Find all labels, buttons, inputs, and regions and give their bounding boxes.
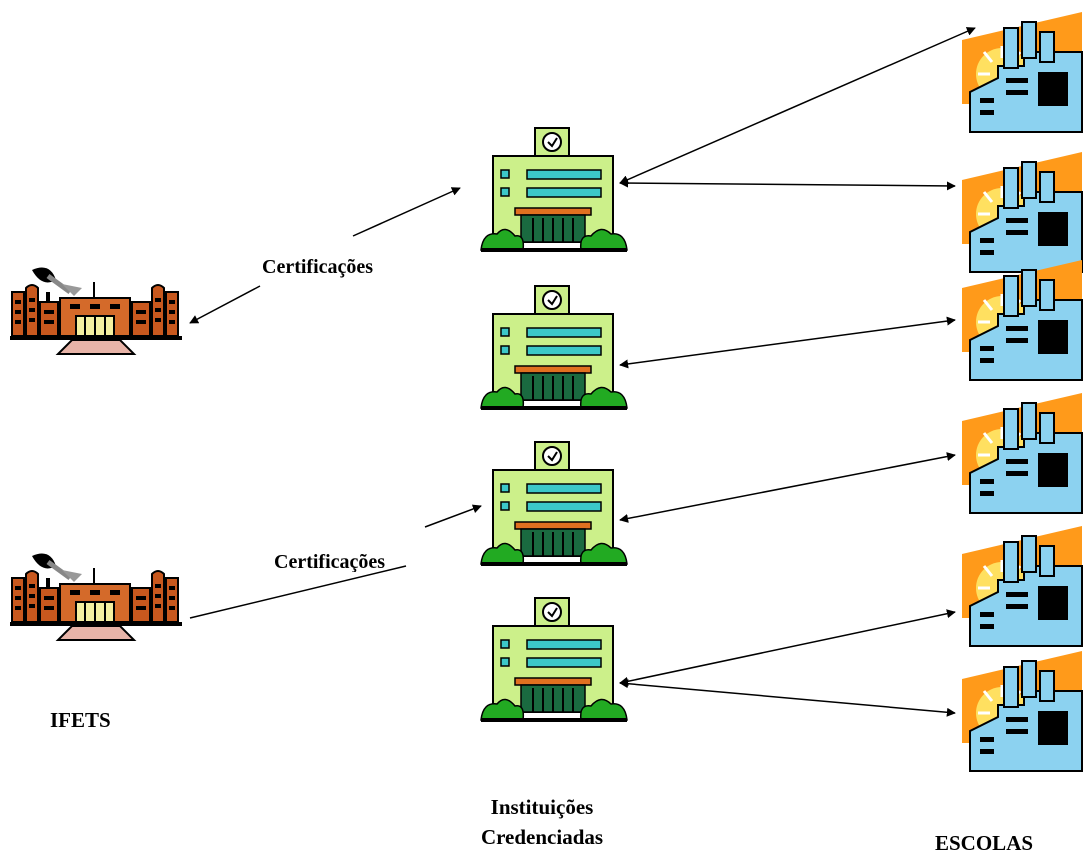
certification-arrow-lower xyxy=(424,504,482,528)
certification-arrow-upper xyxy=(352,187,461,237)
institutions-label: Instituições Credenciadas xyxy=(456,792,628,852)
institution-building-icon xyxy=(480,597,628,723)
ifets-building-icon xyxy=(10,554,182,640)
certification-line-lower xyxy=(189,565,407,619)
institutions-label-line1: Instituições xyxy=(490,795,594,819)
school-factory-icon xyxy=(960,150,1084,274)
certifications-label: Certificações xyxy=(262,256,374,278)
institution-school-arrow xyxy=(619,679,956,717)
schools-label: ESCOLAS xyxy=(935,831,1034,855)
institution-building-icon xyxy=(480,441,628,567)
school-factory-icon xyxy=(960,258,1084,382)
institution-school-arrow xyxy=(619,178,956,191)
school-factory-icon xyxy=(960,649,1084,773)
institution-school-arrow xyxy=(619,609,956,686)
school-factory-icon xyxy=(960,391,1084,515)
certifications-label: Certificações xyxy=(274,551,386,572)
ifets-label: IFETS xyxy=(50,708,111,732)
certification-arrow-upper-return xyxy=(189,285,261,324)
institution-building-icon xyxy=(480,285,628,411)
school-factory-icon xyxy=(960,10,1084,134)
institution-school-arrow xyxy=(619,452,956,523)
institution-school-arrow xyxy=(619,316,956,369)
institutions-label-line2: Credenciadas xyxy=(480,825,604,849)
institution-school-arrow xyxy=(619,27,976,184)
institution-building-icon xyxy=(480,127,628,253)
school-factory-icon xyxy=(960,524,1084,648)
ifets-building-icon xyxy=(10,268,182,354)
